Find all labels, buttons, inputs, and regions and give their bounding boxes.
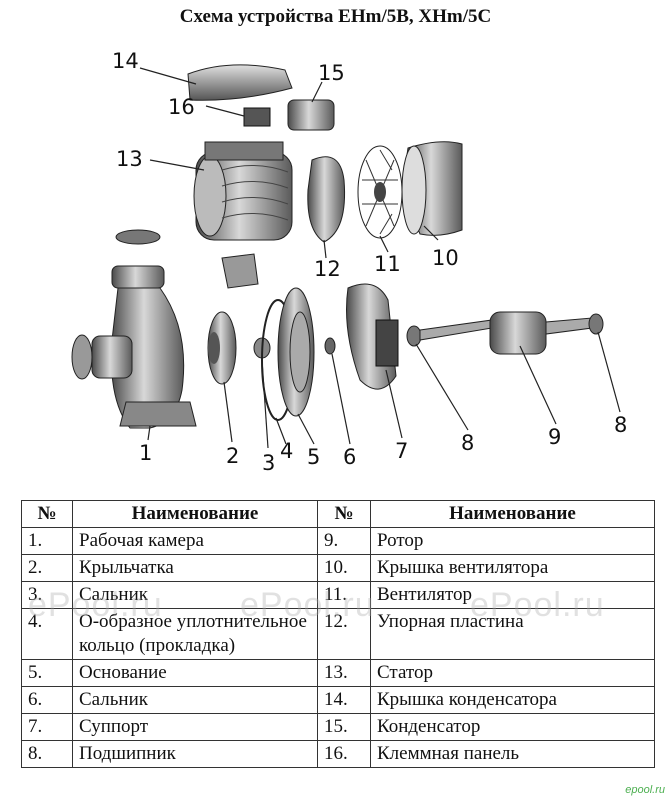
table-header-row: № Наименование № Наименование <box>21 500 655 528</box>
parts-table: № Наименование № Наименование 1. Рабочая… <box>21 500 655 768</box>
header-name-1: Наименование <box>72 500 318 528</box>
row-number: 4. <box>21 608 73 660</box>
row-name: Ротор <box>370 527 655 555</box>
header-number-2: № <box>317 500 371 528</box>
callout-15: 15 <box>318 61 345 85</box>
row-name: О-образное уплотнительное кольцо (прокла… <box>72 608 318 660</box>
table-row: 7. Суппорт 15. Конденсатор <box>21 713 655 741</box>
row-name: Вентилятор <box>370 581 655 609</box>
row-number: 6. <box>21 686 73 714</box>
callout-8b: 8 <box>614 413 627 437</box>
site-logo: epool.ru <box>625 784 665 796</box>
exploded-pump-diagram: 1 2 3 4 5 6 7 8 8 9 10 11 12 13 14 15 16 <box>71 49 627 475</box>
row-number: 16. <box>317 740 371 768</box>
callout-11: 11 <box>374 252 401 276</box>
row-number: 1. <box>21 527 73 555</box>
row-name: Крыльчатка <box>72 554 318 582</box>
leader-lines <box>139 67 621 449</box>
row-number: 8. <box>21 740 73 768</box>
row-name: Основание <box>72 659 318 687</box>
part-foot-bracket <box>221 253 259 289</box>
row-number: 3. <box>21 581 73 609</box>
callout-1: 1 <box>139 441 152 465</box>
part-fan-cover <box>401 141 463 236</box>
row-name: Крышка вентилятора <box>370 554 655 582</box>
row-name: Клеммная панель <box>370 740 655 768</box>
callout-13: 13 <box>116 147 143 171</box>
table-row: 4. О-образное уплотнительное кольцо (про… <box>21 608 655 660</box>
row-number: 14. <box>317 686 371 714</box>
callout-10: 10 <box>432 246 459 270</box>
row-name: Сальник <box>72 581 318 609</box>
part-capacitor-cover <box>187 64 293 101</box>
table-row: 8. Подшипник 16. Клеммная панель <box>21 740 655 768</box>
table-row: 2. Крыльчатка 10. Крышка вентилятора <box>21 554 655 582</box>
row-number: 2. <box>21 554 73 582</box>
row-name: Конденсатор <box>370 713 655 741</box>
part-seal-6 <box>324 337 336 355</box>
row-name: Статор <box>370 659 655 687</box>
callout-4: 4 <box>280 439 293 463</box>
row-number: 9. <box>317 527 371 555</box>
row-number: 11. <box>317 581 371 609</box>
part-support <box>346 283 399 390</box>
callout-14: 14 <box>112 49 139 73</box>
part-impeller <box>207 311 237 385</box>
callout-12: 12 <box>314 257 341 281</box>
callout-6: 6 <box>343 445 356 469</box>
callout-7: 7 <box>395 439 408 463</box>
diagram-title: Схема устройства EHm/5B, XHm/5C <box>179 6 492 27</box>
callout-2: 2 <box>226 444 239 468</box>
row-name: Крышка конденсатора <box>370 686 655 714</box>
row-number: 15. <box>317 713 371 741</box>
table-row: 5. Основание 13. Статор <box>21 659 655 687</box>
row-name: Сальник <box>72 686 318 714</box>
table-row: 6. Сальник 14. Крышка конденсатора <box>21 686 655 714</box>
row-name: Подшипник <box>72 740 318 768</box>
callout-8a: 8 <box>461 431 474 455</box>
callout-3: 3 <box>262 451 275 475</box>
part-fan <box>357 145 403 239</box>
part-rotor <box>419 311 593 355</box>
part-terminal-panel <box>243 107 271 127</box>
part-bearing-right <box>588 313 604 335</box>
part-stator <box>193 141 293 241</box>
row-number: 12. <box>317 608 371 660</box>
row-name: Упорная пластина <box>370 608 655 660</box>
part-capacitor <box>287 99 335 131</box>
row-name: Рабочая камера <box>72 527 318 555</box>
part-bearing-left <box>406 325 422 347</box>
header-name-2: Наименование <box>370 500 655 528</box>
table-row: 3. Сальник 11. Вентилятор <box>21 581 655 609</box>
row-number: 5. <box>21 659 73 687</box>
part-seal-cap <box>115 229 161 245</box>
callout-9: 9 <box>548 425 561 449</box>
part-pump-chamber <box>71 265 197 429</box>
row-number: 13. <box>317 659 371 687</box>
header-number-1: № <box>21 500 73 528</box>
table-row: 1. Рабочая камера 9. Ротор <box>21 527 655 555</box>
part-base <box>277 287 315 417</box>
callout-5: 5 <box>307 445 320 469</box>
part-thrust-plate <box>307 156 346 243</box>
row-name: Суппорт <box>72 713 318 741</box>
row-number: 10. <box>317 554 371 582</box>
callout-16: 16 <box>168 95 195 119</box>
row-number: 7. <box>21 713 73 741</box>
